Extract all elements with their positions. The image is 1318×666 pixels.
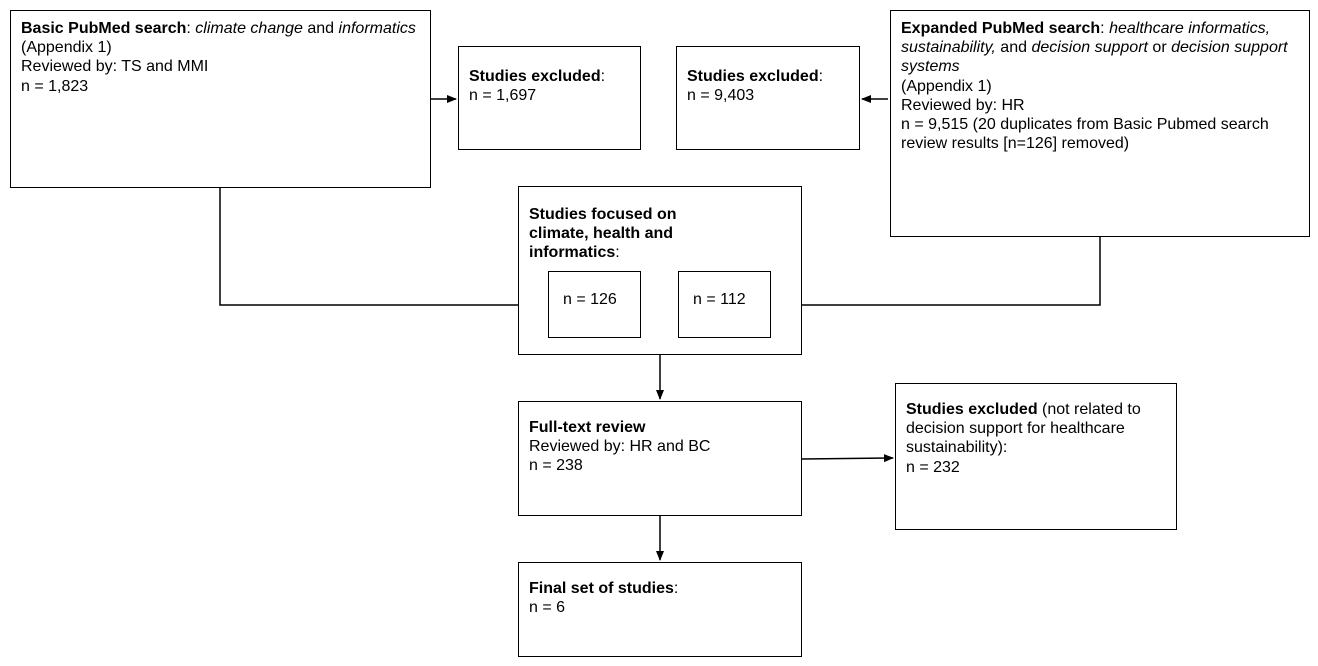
excluded-basic-title: Studies excluded: [469, 68, 601, 85]
excluded-full-box: Studies excluded (not related to decisio…: [895, 383, 1177, 530]
basic-search-appendix: (Appendix 1): [21, 39, 112, 57]
basic-search-box: Basic PubMed search: climate change and …: [10, 10, 431, 188]
focused-n-basic: n = 126: [563, 291, 617, 308]
expanded-search-or: or: [1147, 39, 1172, 57]
expanded-search-and: and: [995, 39, 1032, 57]
arrow-basic-to-n126: [219, 188, 547, 309]
expanded-search-term1: healthcare informatics, sustainability,: [901, 20, 1271, 57]
focused-title: Studies focused on climate, health and i…: [529, 206, 677, 262]
expanded-search-term3: decision support systems: [901, 39, 1288, 76]
excluded-basic-colon: :: [600, 68, 606, 85]
full-text-reviewed: Reviewed by: HR and BC: [529, 438, 711, 456]
expanded-search-colon: :: [1100, 20, 1110, 37]
basic-search-title: Basic PubMed search: [21, 20, 187, 37]
final-count: n = 6: [529, 599, 566, 617]
excluded-full-reason: (not related to decision support for hea…: [906, 401, 1141, 457]
excluded-expanded-title: Studies excluded: [687, 68, 819, 85]
basic-search-count: n = 1,823: [21, 77, 89, 95]
expanded-search-appendix: (Appendix 1): [901, 77, 992, 95]
excluded-full-count: n = 232: [906, 458, 960, 476]
full-text-title: Full-text review: [529, 419, 646, 436]
excluded-expanded-colon: :: [818, 68, 824, 85]
expanded-search-reviewed: Reviewed by: HR: [901, 96, 1025, 114]
excluded-basic-count: n = 1,697: [469, 87, 537, 105]
excluded-full-title: Studies excluded: [906, 401, 1038, 418]
focused-n-expanded-box: n = 112: [678, 271, 771, 338]
final-colon: :: [673, 580, 679, 597]
arrow-expanded-to-n112: [771, 237, 1101, 309]
basic-search-reviewed: Reviewed by: TS and MMI: [21, 58, 209, 76]
arrow-fulltext-to-excluded: [801, 454, 894, 463]
basic-search-colon: :: [186, 20, 196, 37]
expanded-search-term2: decision support: [1031, 39, 1148, 57]
focused-colon: :: [615, 244, 620, 262]
expanded-search-count: n = 9,515 (20 duplicates from Basic Pubm…: [901, 115, 1269, 153]
expanded-search-title: Expanded PubMed search: [901, 20, 1101, 37]
focused-n-basic-box: n = 126: [548, 271, 641, 338]
final-title: Final set of studies: [529, 580, 674, 597]
basic-search-term2: informatics: [338, 20, 416, 37]
final-studies-box: Final set of studies: n = 6: [518, 562, 802, 657]
focused-n-expanded: n = 112: [693, 291, 746, 308]
full-text-count: n = 238: [529, 457, 583, 475]
excluded-expanded-box: Studies excluded: n = 9,403: [676, 46, 860, 150]
basic-search-and: and: [302, 20, 339, 37]
full-text-review-box: Full-text review Reviewed by: HR and BC …: [518, 401, 802, 516]
expanded-search-box: Expanded PubMed search: healthcare infor…: [890, 10, 1310, 237]
excluded-expanded-count: n = 9,403: [687, 87, 755, 105]
excluded-basic-box: Studies excluded: n = 1,697: [458, 46, 641, 150]
basic-search-term1: climate change: [195, 20, 303, 37]
